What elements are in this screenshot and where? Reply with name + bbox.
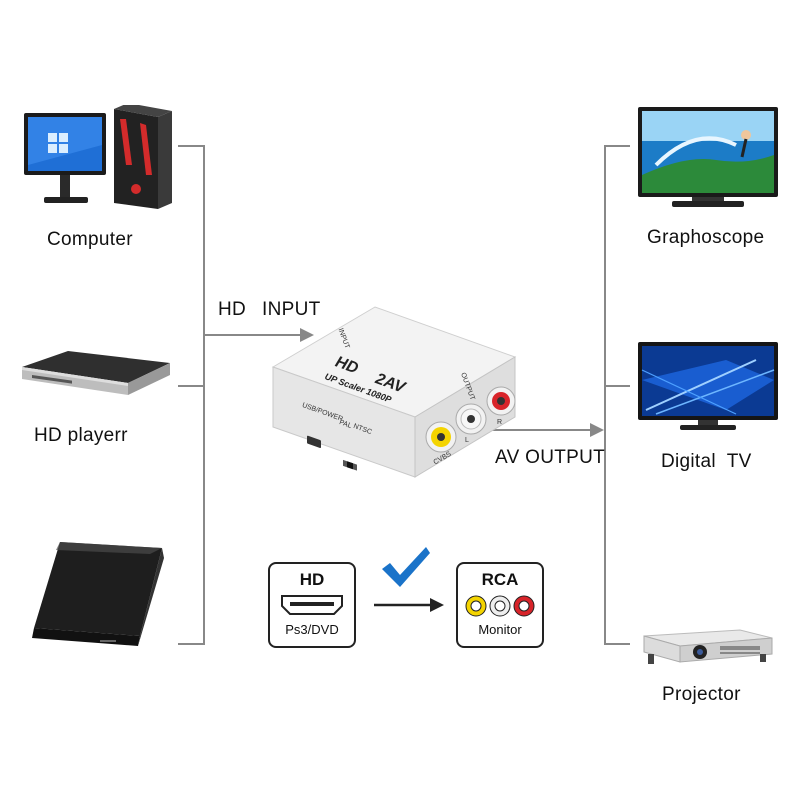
rca-badge: RCA Monitor	[456, 562, 544, 648]
converter-l-mark: L	[465, 437, 469, 444]
rca-badge-subtitle: Monitor	[478, 622, 522, 637]
game-console-icon	[30, 540, 170, 655]
digital-tv-label: Digital TV	[661, 451, 752, 472]
input-label-input: INPUT	[262, 299, 321, 320]
digital-tv-icon	[636, 340, 781, 435]
hd-player-icon	[18, 345, 173, 405]
hdmi-port-icon	[280, 594, 344, 616]
input-arrow	[204, 325, 314, 350]
check-icon	[380, 545, 432, 594]
computer-icon	[22, 105, 182, 215]
rca-badge-title: RCA	[481, 570, 519, 589]
graphoscope-label: Graphoscope	[647, 227, 765, 248]
hd-player-label: HD playerr	[34, 425, 128, 446]
projector-icon	[640, 618, 775, 668]
converter-r-mark: R	[497, 419, 503, 426]
conversion-arrow	[374, 596, 446, 619]
computer-label: Computer	[47, 229, 133, 250]
hd-badge-title: HD	[299, 570, 325, 589]
input-label-hd: HD	[218, 299, 247, 320]
projector-label: Projector	[662, 684, 741, 705]
hd-badge-subtitle: Ps3/DVD	[285, 622, 339, 637]
tv-icon	[636, 105, 781, 215]
hd-badge: HD Ps3/DVD	[268, 562, 356, 648]
rca-jacks-icon	[464, 594, 536, 618]
output-arrow	[490, 420, 606, 445]
converter-box: HD 2AV UP Scaler 1080P INPUT OUTPUT USB/…	[265, 305, 525, 490]
output-label: AV OUTPUT	[495, 447, 606, 468]
